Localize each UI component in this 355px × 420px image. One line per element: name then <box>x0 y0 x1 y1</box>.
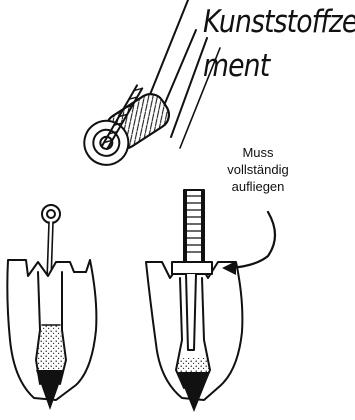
root-post-icon <box>146 190 242 412</box>
callout-line-2: vollständig <box>196 161 320 178</box>
callout-note: Muss vollständig aufliegen <box>196 144 320 195</box>
arrow-icon <box>222 212 275 275</box>
cement-label-line-2: ment <box>203 44 332 88</box>
callout-line-1: Muss <box>196 144 320 161</box>
tooth-root-icon <box>7 260 96 410</box>
callout-line-3: aufliegen <box>196 178 320 195</box>
cement-label-line-1: Kunststoffze <box>203 4 355 40</box>
cement-label: Kunststoffze ment <box>203 0 332 88</box>
